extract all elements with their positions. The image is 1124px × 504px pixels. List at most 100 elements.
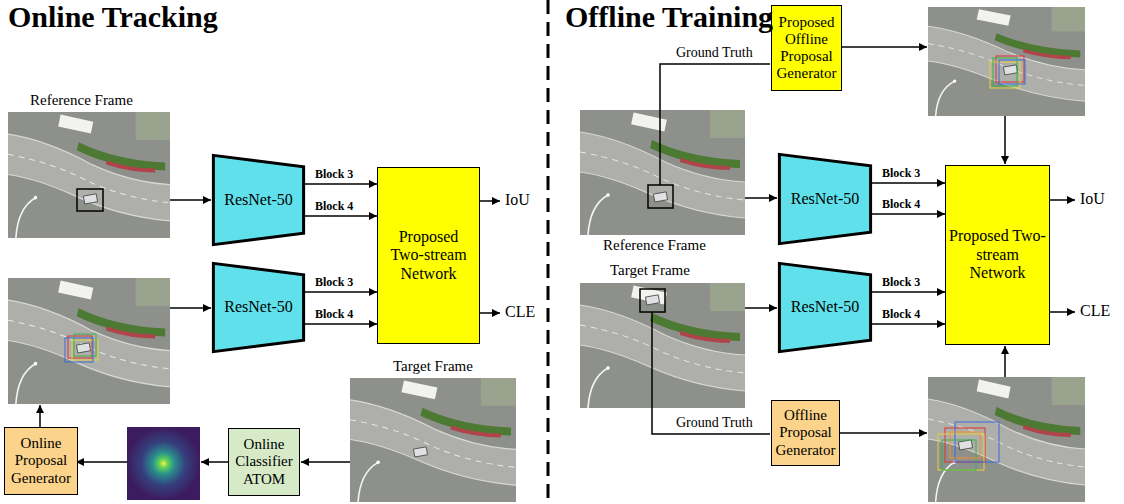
feature-arrow (872, 323, 945, 325)
proposal-frame-image (8, 278, 170, 404)
trapezoid-shape (779, 263, 870, 351)
trapezoid-shape (213, 155, 303, 244)
node-text: Online Proposal Generator (8, 435, 74, 487)
classifier-box: Online Classifier ATOM (228, 428, 300, 496)
offline-proposals-image (955, 422, 999, 462)
trapezoid-shape (779, 154, 870, 243)
section-title: Offline Training (565, 0, 773, 34)
proposal-frame-image (65, 338, 93, 362)
positive-proposals-image (993, 58, 1017, 86)
generator-box: Online Proposal Generator (4, 427, 78, 495)
layout-arrows (480, 312, 500, 314)
feature-arrow (305, 323, 377, 325)
layout-arrows-right (842, 46, 927, 48)
layout-arrows-right (1004, 116, 1006, 164)
target-frame-image-right (640, 289, 665, 312)
offline-proposals-image (928, 377, 1085, 502)
ref-frame-image-right (580, 110, 745, 235)
annotation-label: Target Frame (610, 262, 690, 279)
network-box: Proposed Two-stream Network (377, 167, 480, 344)
annotation-label: CLE (505, 303, 535, 321)
feature-arrow (872, 182, 945, 184)
section-title: Online Tracking (8, 0, 218, 34)
annotation-label: IoU (505, 191, 530, 209)
layout-arrows (480, 200, 500, 202)
target-frame-image-right (580, 283, 745, 408)
layout-arrows-right (652, 312, 770, 434)
annotation-label: Reference Frame (30, 92, 133, 109)
offline-proposals-image (958, 440, 972, 450)
target-frame-image (350, 378, 516, 502)
layout-arrows-right (1050, 311, 1075, 313)
network-box: Proposed Two-stream Network (945, 165, 1050, 345)
backbone-block: ResNet-50 (212, 262, 305, 353)
positive-proposals-image (1003, 65, 1017, 75)
annotation-label: IoU (1080, 190, 1105, 208)
backbone-block: ResNet-50 (212, 154, 305, 246)
layout-arrows (76, 461, 127, 463)
layout-arrows-right (1050, 199, 1075, 201)
reference-frame-image (77, 189, 103, 211)
layout-arrows (201, 461, 228, 463)
feature-arrow (305, 183, 377, 185)
edge-label: Block 4 (881, 307, 921, 322)
edge-label: Block 4 (314, 199, 354, 214)
node-text: ResNet-50 (215, 298, 302, 316)
backbone-block: ResNet-50 (778, 153, 872, 245)
annotation-label: Ground Truth (676, 415, 753, 431)
offline-proposals-image (950, 432, 980, 458)
offline-proposals-image (942, 440, 976, 470)
feature-arrow (872, 291, 945, 293)
proposal-frame-image (72, 340, 98, 360)
backbone-block: ResNet-50 (778, 262, 872, 353)
reference-frame-image (8, 112, 170, 238)
heatmap-image (127, 427, 200, 500)
trapezoid-shape (213, 263, 303, 351)
annotation-label: CLE (1080, 302, 1110, 320)
generator-box: Proposed Offline Proposal Generator (771, 5, 842, 91)
node-text: ResNet-50 (781, 190, 869, 208)
layout-arrows-right (745, 197, 777, 199)
reference-frame-image (83, 194, 97, 204)
layout-arrows (301, 461, 350, 463)
layout-arrows (39, 405, 41, 427)
layout-arrows (170, 307, 211, 309)
positive-proposals-image (999, 60, 1025, 84)
edge-label: Block 4 (881, 197, 921, 212)
feature-arrow (305, 291, 377, 293)
positive-proposals-image (928, 7, 1085, 116)
ref-frame-image-right (653, 192, 667, 202)
node-text: Online Classifier ATOM (232, 436, 296, 488)
layout-arrows-right (660, 64, 770, 185)
proposal-frame-image (76, 343, 90, 353)
divider-line (547, 0, 550, 504)
target-frame-image-right (580, 283, 745, 408)
edge-label: Block 4 (314, 307, 354, 322)
ref-frame-image-right (648, 185, 673, 208)
layout-arrows-right (840, 432, 927, 434)
feature-arrow (305, 215, 377, 217)
layout-arrows (170, 199, 211, 201)
node-text: ResNet-50 (215, 191, 302, 209)
edge-label: Block 3 (314, 275, 354, 290)
feature-arrow (872, 213, 945, 215)
ref-frame-image-right (580, 110, 745, 235)
proposal-frame-image (8, 278, 170, 404)
node-text: ResNet-50 (781, 298, 869, 316)
generator-box: Offline Proposal Generator (771, 400, 840, 466)
node-text: Proposed Offline Proposal Generator (775, 14, 838, 83)
edge-label: Block 3 (881, 166, 921, 181)
annotation-label: Ground Truth (676, 45, 753, 61)
reference-frame-image (8, 112, 170, 238)
heatmap-image (127, 427, 200, 500)
edge-label: Block 3 (314, 167, 354, 182)
layout-arrows-right (652, 47, 1075, 434)
proposal-frame-image (74, 334, 96, 356)
target-frame-image (350, 378, 516, 502)
node-text: Offline Proposal Generator (775, 407, 836, 459)
layout-arrows-right (745, 307, 777, 309)
edge-label: Block 3 (881, 275, 921, 290)
target-frame-image-right (645, 295, 659, 305)
node-text: Proposed Two-stream Network (949, 227, 1046, 282)
